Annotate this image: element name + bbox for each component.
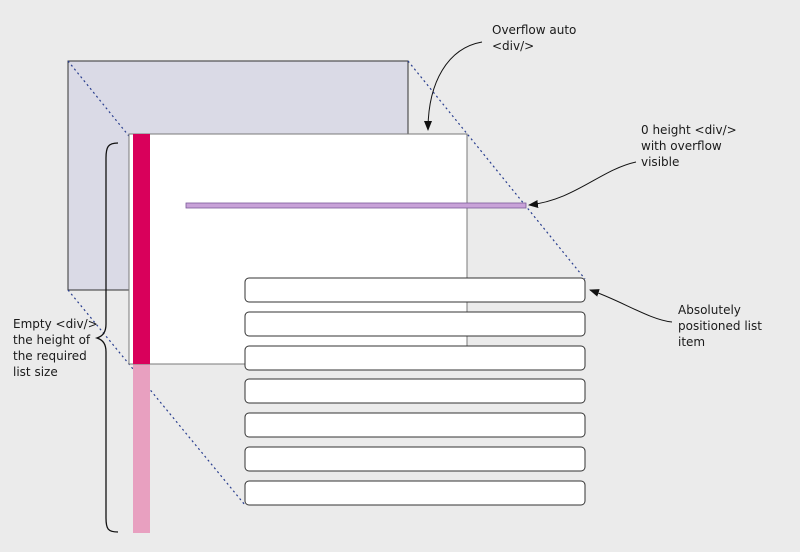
annotation-arrows (424, 41, 673, 323)
arrow-overflow-auto (424, 41, 483, 131)
spacer-column-faded (133, 364, 150, 533)
arrow-absolute-item (589, 289, 673, 323)
list-item (244, 345, 586, 371)
perspective-line (407, 60, 586, 280)
label-empty-div: Empty <div/> the height of the required … (13, 317, 98, 379)
perspective-line (67, 289, 246, 506)
list-item (244, 277, 586, 303)
label-absolutely-positioned-item: Absolutely positioned list item (678, 303, 762, 349)
label-zero-height-div: 0 height <div/> with overflow visible (641, 123, 737, 169)
list-item (244, 378, 586, 404)
list-item (244, 446, 586, 472)
spacer-column (133, 134, 150, 364)
curly-brace (94, 142, 119, 533)
list-item (244, 311, 586, 337)
zero-height-bar (185, 202, 527, 209)
arrow-zero-height (528, 161, 637, 208)
list-items (244, 277, 586, 506)
label-overflow-auto: Overflow auto <div/> (492, 23, 577, 53)
list-item (244, 480, 586, 506)
list-item (244, 412, 586, 438)
